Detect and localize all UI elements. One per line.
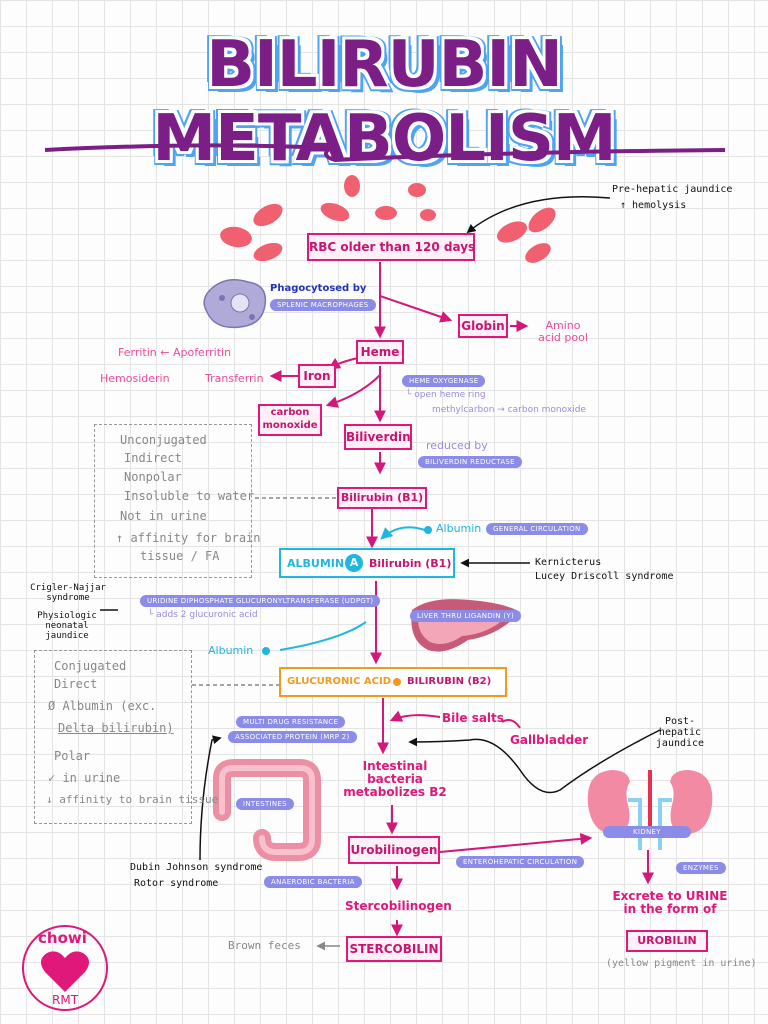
- glucuronic-bilirubin-box: GLUCURONIC ACID BILIRUBIN (B2): [279, 667, 507, 697]
- yellow-pigment-text: (yellow pigment in urine): [606, 958, 757, 969]
- brown-feces-text: Brown feces: [228, 939, 301, 952]
- open-heme-ring-note: └ open heme ring: [406, 390, 486, 400]
- adds-glucuronic-note: └ adds 2 glucuronic acid: [148, 610, 258, 620]
- macrophage-icon: [203, 279, 267, 329]
- conj-line: ↓ affinity to brain tissue: [46, 793, 219, 806]
- orange-dot: [393, 678, 401, 686]
- conj-line: Delta bilirubin): [58, 721, 174, 735]
- albumin-bilirubin-box: ALBUMIN A Bilirubin (B1): [279, 548, 455, 578]
- rbc-box: RBC older than 120 days: [307, 233, 475, 261]
- conj-line: Direct: [54, 677, 98, 691]
- conj-line: ✓ in urine: [48, 771, 121, 785]
- prehepatic-note: Pre-hepatic jaundice: [612, 184, 733, 195]
- logo-top-text: chowi: [38, 929, 87, 947]
- general-circulation-pill: GENERAL CIRCULATION: [486, 523, 588, 535]
- albumin-note-1: Albumin: [436, 522, 482, 535]
- bilirubin-b1-box: Bilirubin (B1): [337, 487, 427, 509]
- stercobilin-box: STERCOBILIN: [346, 936, 442, 962]
- conjugated-box: [34, 650, 192, 824]
- title-underline: [44, 143, 726, 163]
- kernicterus-note: Kernicterus: [535, 557, 602, 568]
- ferritin-text: Ferritin ← Apoferritin: [118, 346, 232, 359]
- bilirubin-b1-label: Bilirubin (B1): [369, 557, 452, 570]
- transferrin-text: Transferrin: [205, 372, 264, 385]
- udpgt-pill: URIDINE DIPHOSPHATE GLUCURONYLTRANSFERAS…: [140, 595, 381, 607]
- biliverdin-box: Biliverdin: [344, 424, 412, 450]
- heme-box: Heme: [356, 340, 404, 364]
- excrete-text: Excrete to URINE in the form of: [612, 889, 728, 917]
- conj-line: Ø Albumin (exc.: [48, 699, 157, 713]
- bile-salts-text: Bile salts: [442, 711, 504, 725]
- glucuronic-label: GLUCURONIC ACID: [287, 676, 392, 687]
- anaerobic-bacteria-pill: ANAEROBIC BACTERIA: [264, 876, 362, 888]
- bilirubin-b2-label: BILIRUBIN (B2): [407, 676, 492, 687]
- physiologic-note: Physiologic neonatal jaundice: [37, 611, 97, 641]
- urobilin-box: UROBILIN: [626, 930, 708, 952]
- gallbladder-text: Gallbladder: [510, 733, 589, 747]
- carbon-monoxide-box: carbon monoxide: [258, 404, 322, 436]
- unconj-line: Unconjugated: [120, 433, 207, 447]
- conj-line: Conjugated: [54, 659, 127, 673]
- enzymes-pill: ENZYMES: [676, 862, 726, 874]
- unconj-line: ↑ affinity for brain: [116, 531, 261, 545]
- liver-ligandin-pill: LIVER THRU LIGANDIN (Y): [410, 610, 521, 622]
- rotor-note: Rotor syndrome: [134, 878, 219, 889]
- iron-box: Iron: [298, 364, 336, 388]
- intestinal-bacteria-text: Intestinal bacteria metabolizes B2: [343, 759, 447, 800]
- reduced-by-note: reduced by: [426, 439, 488, 452]
- dubin-note: Dubin Johnson syndrome: [130, 862, 263, 873]
- unconj-line: Indirect: [124, 451, 182, 465]
- kidney-icon: [587, 770, 713, 850]
- unconj-line: Insoluble to water: [124, 489, 255, 503]
- logo-bottom-text: RMT: [52, 993, 79, 1007]
- logo-icon: [22, 925, 108, 1011]
- page-title: BILIRUBIN METABOLISM: [152, 28, 616, 176]
- crigler-note: Crigler-Najjar syndrome: [30, 583, 106, 603]
- phagocytosed-note: Phagocytosed by: [270, 283, 367, 294]
- albumin-label: ALBUMIN: [287, 557, 345, 570]
- intestines-pill: INTESTINES: [236, 798, 294, 810]
- conj-line: Polar: [54, 749, 91, 763]
- biliverdin-reductase-pill: BILIVERDIN REDUCTASE: [418, 456, 522, 468]
- heme-oxygenase-pill: HEME OXYGENASE: [402, 375, 486, 387]
- unconj-line: Not in urine: [120, 509, 207, 523]
- splenic-macrophages-pill: SPLENIC MACROPHAGES: [270, 299, 376, 311]
- unconj-line: tissue / FA: [140, 549, 220, 563]
- albumin-circle: A: [345, 554, 363, 572]
- rbc-cells-icon: [220, 175, 556, 263]
- unconj-line: Nonpolar: [124, 470, 182, 484]
- intestines-icon: [213, 759, 321, 861]
- amino-acid-pool: Amino acid pool: [538, 319, 588, 345]
- methylcarbon-note: methylcarbon → carbon monoxide: [432, 405, 586, 415]
- stercobilinogen-text: Stercobilinogen: [345, 899, 452, 913]
- unconjugated-box: [94, 424, 252, 578]
- hemolysis-note: ↑ hemolysis: [620, 200, 687, 211]
- albumin-note-2: Albumin: [208, 644, 254, 657]
- mrp2-pill-2: ASSOCIATED PROTEIN (MRP 2): [228, 731, 357, 743]
- urobilinogen-box: Urobilinogen: [348, 836, 440, 864]
- globin-box: Globin: [458, 314, 508, 338]
- kidney-pill: KIDNEY: [603, 826, 691, 838]
- posthepatic-note: Post-hepatic jaundice: [655, 716, 705, 749]
- mrp2-pill-1: MULTI DRUG RESISTANCE: [236, 716, 346, 728]
- hemosiderin-text: Hemosiderin: [100, 372, 170, 385]
- liver-icon: [411, 599, 520, 652]
- enterohepatic-pill: ENTEROHEPATIC CIRCULATION: [456, 856, 585, 868]
- lucey-note: Lucey Driscoll syndrome: [535, 571, 674, 582]
